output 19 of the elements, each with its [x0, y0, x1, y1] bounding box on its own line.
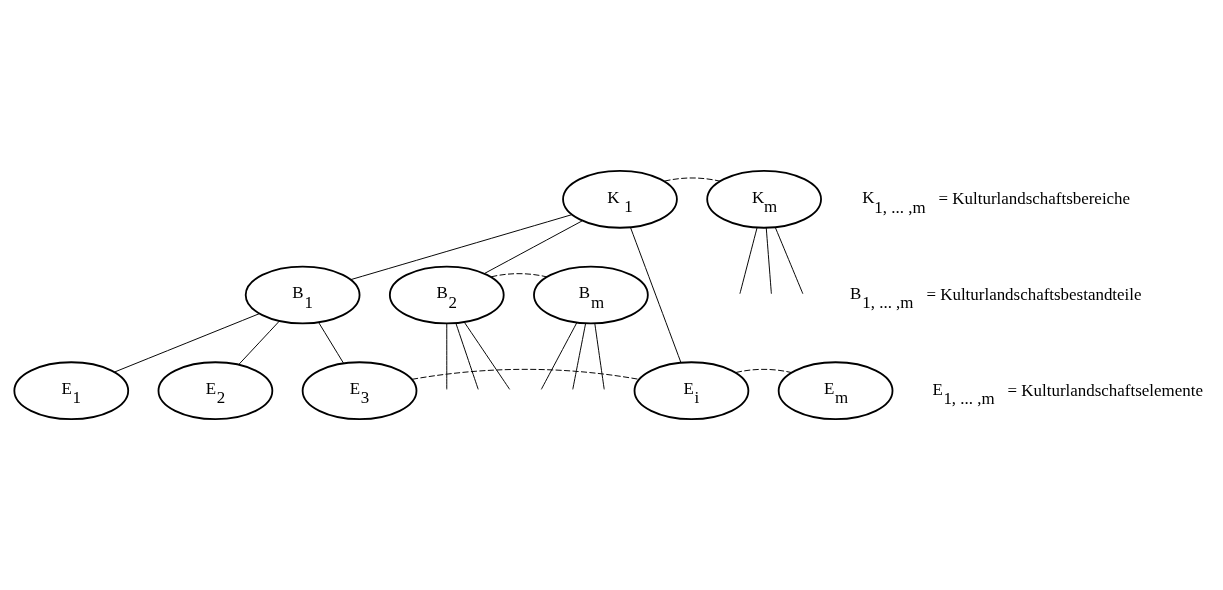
connector — [411, 368, 640, 380]
connector — [540, 322, 578, 390]
connector — [735, 368, 793, 374]
connector — [350, 214, 573, 281]
connector — [630, 227, 682, 364]
connector — [318, 322, 345, 364]
connector — [594, 323, 605, 390]
connector — [739, 227, 758, 295]
connector — [490, 273, 548, 278]
connector — [484, 220, 583, 274]
connector — [663, 177, 721, 182]
connector — [765, 227, 772, 295]
connector — [455, 322, 479, 390]
connector — [114, 313, 260, 373]
connector — [572, 323, 587, 390]
connector — [238, 320, 280, 365]
connector — [463, 321, 511, 390]
connector — [446, 323, 448, 390]
connector — [774, 227, 804, 295]
